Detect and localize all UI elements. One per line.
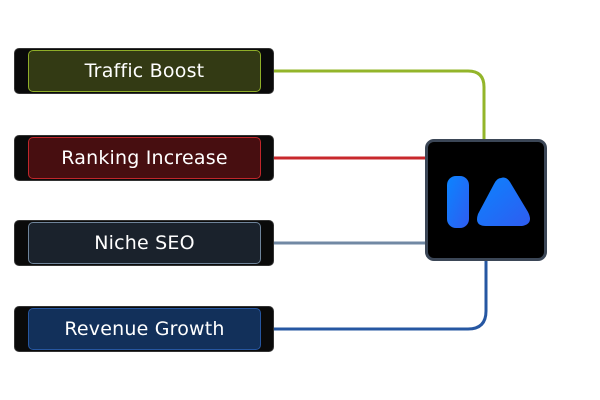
node-revenue-growth-label: Revenue Growth bbox=[28, 308, 261, 350]
node-traffic-boost-label: Traffic Boost bbox=[28, 50, 261, 92]
node-ranking-increase-label: Ranking Increase bbox=[28, 137, 261, 179]
node-ranking-increase: Ranking Increase bbox=[14, 135, 274, 181]
connector-revenue-growth bbox=[274, 260, 488, 331]
hub-logo-box bbox=[425, 139, 547, 261]
node-niche-seo-label: Niche SEO bbox=[28, 222, 261, 264]
node-niche-seo: Niche SEO bbox=[14, 220, 274, 266]
node-traffic-boost: Traffic Boost bbox=[14, 48, 274, 94]
brand-logo-icon bbox=[447, 176, 530, 228]
connector-traffic-boost bbox=[274, 69, 486, 140]
node-revenue-growth: Revenue Growth bbox=[14, 306, 274, 352]
